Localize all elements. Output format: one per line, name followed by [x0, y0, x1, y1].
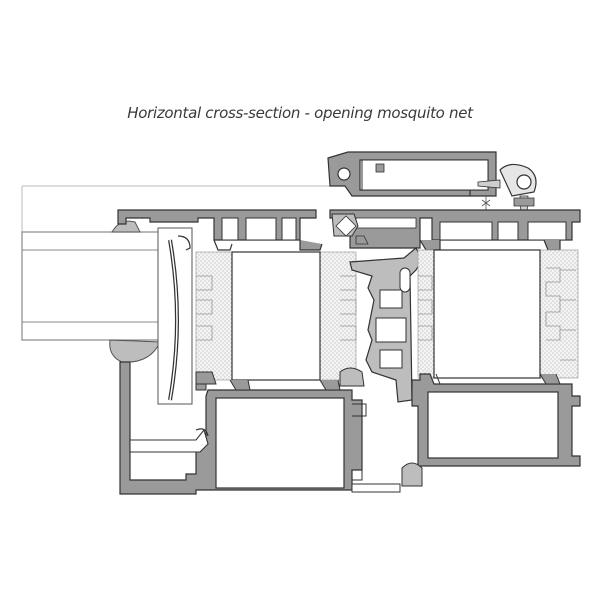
gasket-bottom-left [339, 367, 365, 387]
frame-profile-left [119, 361, 367, 495]
glazing-bead [157, 227, 193, 405]
thermal-break-insulation-right [417, 249, 579, 379]
profile-accents [335, 215, 369, 245]
glazing-unit [21, 185, 330, 363]
gasket-bottom-right [401, 462, 423, 487]
screw [477, 179, 501, 189]
frame-top-rail [117, 209, 581, 251]
diagram-title: Horizontal cross-section - opening mosqu… [127, 104, 473, 122]
sash-profile-right [351, 373, 581, 493]
thermal-break-insulation [195, 251, 357, 381]
interlock-gasket [349, 247, 423, 403]
